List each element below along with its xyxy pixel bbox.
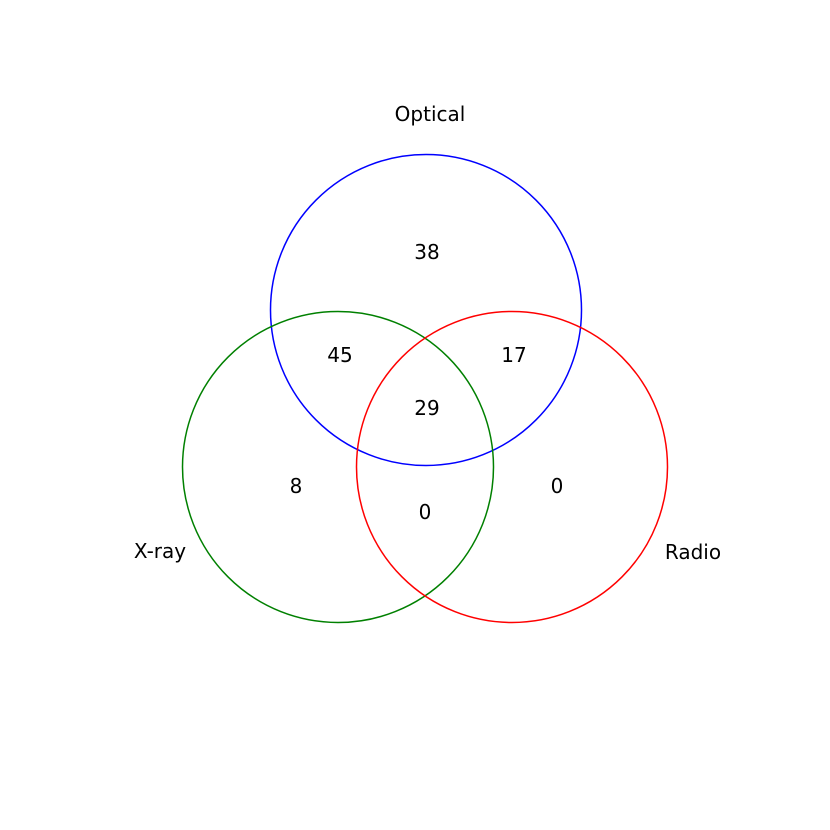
optical-circle [269, 153, 583, 467]
radio-label: Radio [665, 540, 721, 564]
count-optical-xray: 45 [327, 343, 352, 367]
count-xray-only: 8 [290, 474, 303, 498]
count-optical-only: 38 [414, 240, 439, 264]
optical-label: Optical [395, 102, 466, 126]
count-radio-only: 0 [551, 474, 564, 498]
xray-circle [181, 310, 495, 624]
count-optical-xray-radio: 29 [414, 396, 439, 420]
radio-circle [355, 310, 669, 624]
count-optical-radio: 17 [501, 343, 526, 367]
xray-label: X-ray [134, 539, 186, 563]
count-xray-radio: 0 [419, 500, 432, 524]
